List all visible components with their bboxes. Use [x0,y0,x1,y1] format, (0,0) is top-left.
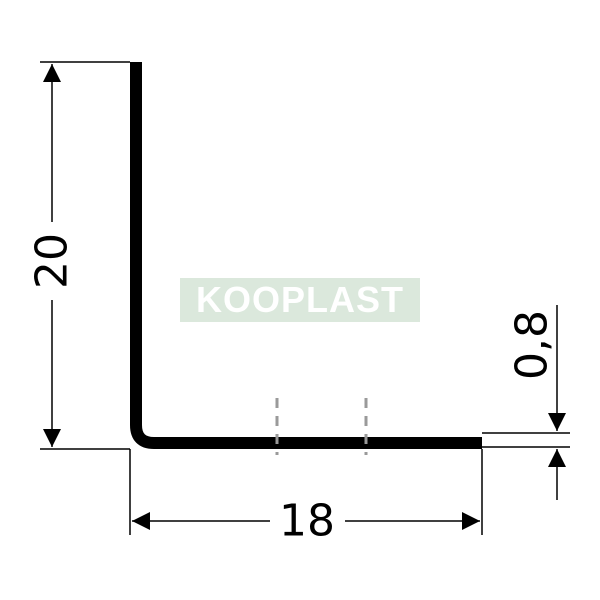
watermark-logo: KOOPLAST [195,279,404,320]
watermark-background [180,278,420,322]
thickness-dimension-label: 0,8 [507,310,558,380]
width-dimension-label: 18 [279,496,335,547]
height-dimension-label: 20 [27,233,78,289]
l-profile-shape [130,62,482,449]
